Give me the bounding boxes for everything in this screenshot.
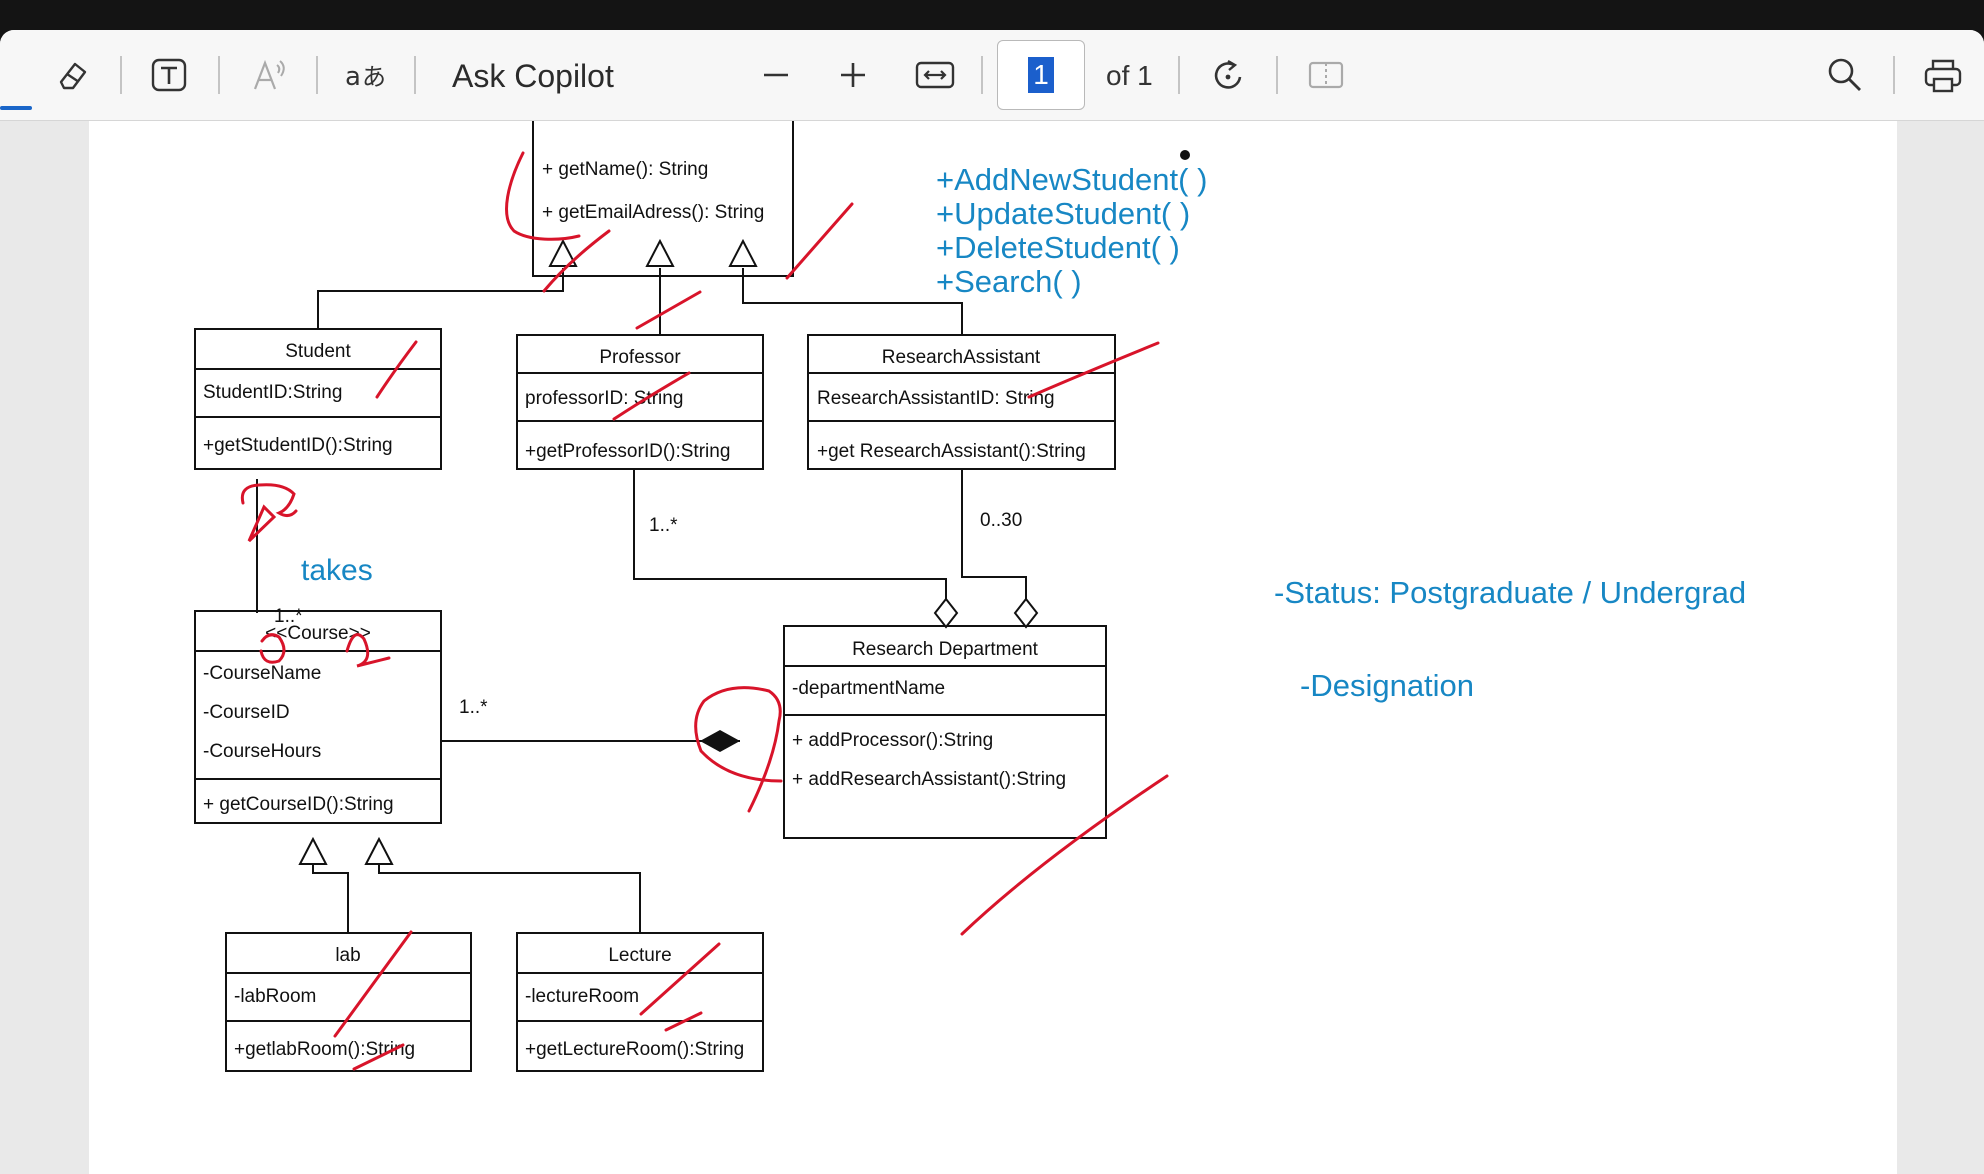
uml-diagram: + getName(): String + getEmailAdress(): … [194, 121, 1746, 1072]
operation-label: +AddNewStudent( ) [936, 162, 1207, 197]
designation-note: -Designation [1300, 668, 1474, 703]
lab-title: lab [335, 945, 360, 966]
student-attr: StudentID:String [203, 382, 342, 403]
page-view-button[interactable] [1301, 52, 1351, 98]
operation-label: +UpdateStudent( ) [936, 196, 1190, 231]
composition-diamond [700, 730, 740, 752]
ask-copilot-button[interactable]: Ask Copilot [452, 58, 614, 94]
takes-label: takes [301, 554, 373, 587]
page-count: of 1 [1106, 60, 1153, 91]
course-class-box [194, 610, 442, 824]
course-attr: -CourseName [203, 663, 321, 684]
zoom-out-icon [764, 73, 788, 77]
student-title: Student [285, 341, 351, 362]
person-method: + getName(): String [542, 159, 708, 180]
professor-title: Professor [599, 347, 681, 368]
course-method: + getCourseID():String [203, 794, 394, 815]
generalization-arrow [728, 238, 758, 267]
multiplicity-label: 1..* [459, 697, 488, 718]
read-aloud-icon [253, 59, 285, 90]
course-attr: -CourseHours [203, 741, 321, 762]
professor-attr: professorID: String [525, 388, 683, 409]
operation-label: +Search( ) [936, 264, 1082, 299]
text-box-icon [151, 58, 187, 92]
page-view-icon [1308, 61, 1344, 89]
research-department-attr: -departmentName [792, 678, 945, 699]
student-method: +getStudentID():String [203, 435, 393, 456]
research-department-method: + addProcessor():String [792, 730, 993, 751]
print-icon [1924, 59, 1962, 93]
lecture-attr: -lectureRoom [525, 986, 639, 1007]
rotate-button[interactable] [1203, 52, 1253, 98]
multiplicity-label: 1..* [649, 515, 678, 536]
generalization-arrow [645, 238, 675, 267]
svg-text:あ: あ [362, 63, 386, 91]
course-title: <<Course>> [265, 623, 371, 644]
status-note: -Status: Postgraduate / Undergrad [1274, 575, 1746, 610]
lecture-title: Lecture [608, 945, 671, 966]
professor-method: +getProfessorID():String [525, 441, 730, 462]
aggregation-diamond [1013, 597, 1039, 629]
zoom-in-icon [841, 63, 865, 87]
person-method: + getEmailAdress(): String [542, 202, 764, 223]
lecture-method: +getLectureRoom():String [525, 1039, 744, 1060]
generalization-arrow [364, 836, 394, 865]
zoom-in-button[interactable] [828, 52, 878, 98]
fit-width-icon [915, 61, 955, 89]
aggregation-diamond [933, 597, 959, 629]
rotate-icon [1214, 59, 1242, 89]
zoom-out-button[interactable] [751, 52, 801, 98]
print-button[interactable] [1918, 52, 1968, 98]
eraser-icon [59, 62, 87, 90]
page-number-value: 1 [1028, 57, 1054, 93]
lab-method: +getlabRoom():String [234, 1039, 415, 1060]
add-text-button[interactable] [144, 52, 194, 98]
eraser-button[interactable] [47, 52, 97, 98]
multiplicity-label: 0..30 [980, 510, 1022, 531]
research-department-title: Research Department [852, 639, 1039, 660]
course-attr: -CourseID [203, 702, 290, 723]
search-button[interactable] [1820, 52, 1870, 98]
research-assistant-attr: ResearchAssistantID: String [817, 388, 1055, 409]
red-ink-annotations [240, 151, 1169, 1071]
research-department-method: + addResearchAssistant():String [792, 769, 1066, 790]
svg-text:a: a [345, 62, 361, 92]
page-number-input[interactable]: 1 [997, 40, 1085, 110]
professor-class-box [516, 334, 764, 470]
multiplicity-label: 1..* [274, 606, 303, 627]
pdf-page: + getName(): String + getEmailAdress(): … [89, 121, 1897, 1174]
research-assistant-title: ResearchAssistant [882, 347, 1041, 368]
research-assistant-method: +get ResearchAssistant():String [817, 441, 1086, 462]
active-tab-indicator [0, 106, 32, 110]
person-class-box [532, 121, 794, 277]
search-icon [1828, 58, 1861, 91]
read-aloud-button[interactable] [245, 52, 295, 98]
lab-attr: -labRoom [234, 986, 316, 1007]
fit-width-button[interactable] [910, 52, 960, 98]
operation-label: +DeleteStudent( ) [936, 230, 1180, 265]
generalization-arrow [548, 238, 578, 267]
generalization-arrow [298, 836, 328, 865]
